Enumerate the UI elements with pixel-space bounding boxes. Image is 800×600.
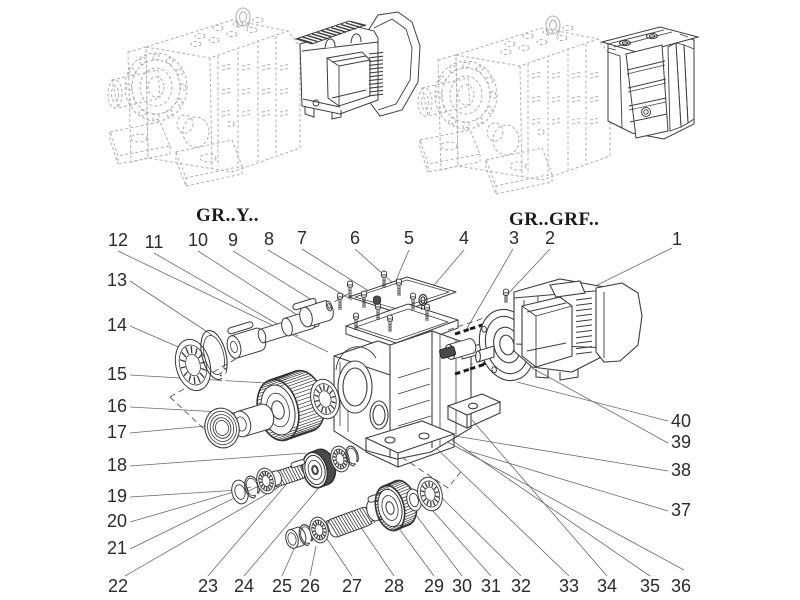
svg-text:35: 35 [640, 576, 660, 596]
svg-text:20: 20 [107, 511, 127, 531]
svg-text:19: 19 [107, 486, 127, 506]
svg-text:16: 16 [107, 396, 127, 416]
svg-text:39: 39 [671, 432, 691, 452]
svg-text:25: 25 [272, 576, 292, 596]
svg-text:24: 24 [234, 576, 254, 596]
svg-text:40: 40 [671, 411, 691, 431]
svg-text:GR..GRF..: GR..GRF.. [509, 209, 599, 230]
svg-text:33: 33 [559, 576, 579, 596]
svg-text:6: 6 [350, 228, 360, 248]
svg-text:27: 27 [342, 576, 362, 596]
svg-text:38: 38 [671, 460, 691, 480]
svg-text:31: 31 [481, 576, 501, 596]
svg-text:26: 26 [300, 576, 320, 596]
svg-text:GR..Y..: GR..Y.. [196, 205, 259, 226]
svg-text:21: 21 [107, 538, 127, 558]
svg-text:28: 28 [384, 576, 404, 596]
svg-text:3: 3 [509, 228, 519, 248]
svg-text:10: 10 [188, 230, 208, 250]
svg-text:2: 2 [545, 228, 555, 248]
svg-text:9: 9 [228, 230, 238, 250]
svg-text:34: 34 [597, 576, 617, 596]
svg-text:5: 5 [404, 228, 414, 248]
svg-text:37: 37 [671, 500, 691, 520]
svg-text:17: 17 [107, 422, 127, 442]
svg-text:7: 7 [297, 228, 307, 248]
svg-text:12: 12 [108, 230, 128, 250]
svg-text:1: 1 [672, 229, 682, 249]
svg-text:11: 11 [145, 232, 164, 252]
svg-text:30: 30 [452, 576, 472, 596]
svg-text:14: 14 [107, 315, 127, 335]
svg-text:23: 23 [198, 576, 218, 596]
svg-text:32: 32 [511, 576, 531, 596]
svg-text:4: 4 [459, 228, 469, 248]
svg-text:15: 15 [107, 364, 127, 384]
svg-text:29: 29 [424, 576, 444, 596]
svg-text:13: 13 [107, 270, 127, 290]
svg-text:18: 18 [107, 455, 127, 475]
svg-text:8: 8 [264, 229, 274, 249]
svg-text:22: 22 [108, 576, 128, 596]
svg-text:36: 36 [671, 576, 691, 596]
